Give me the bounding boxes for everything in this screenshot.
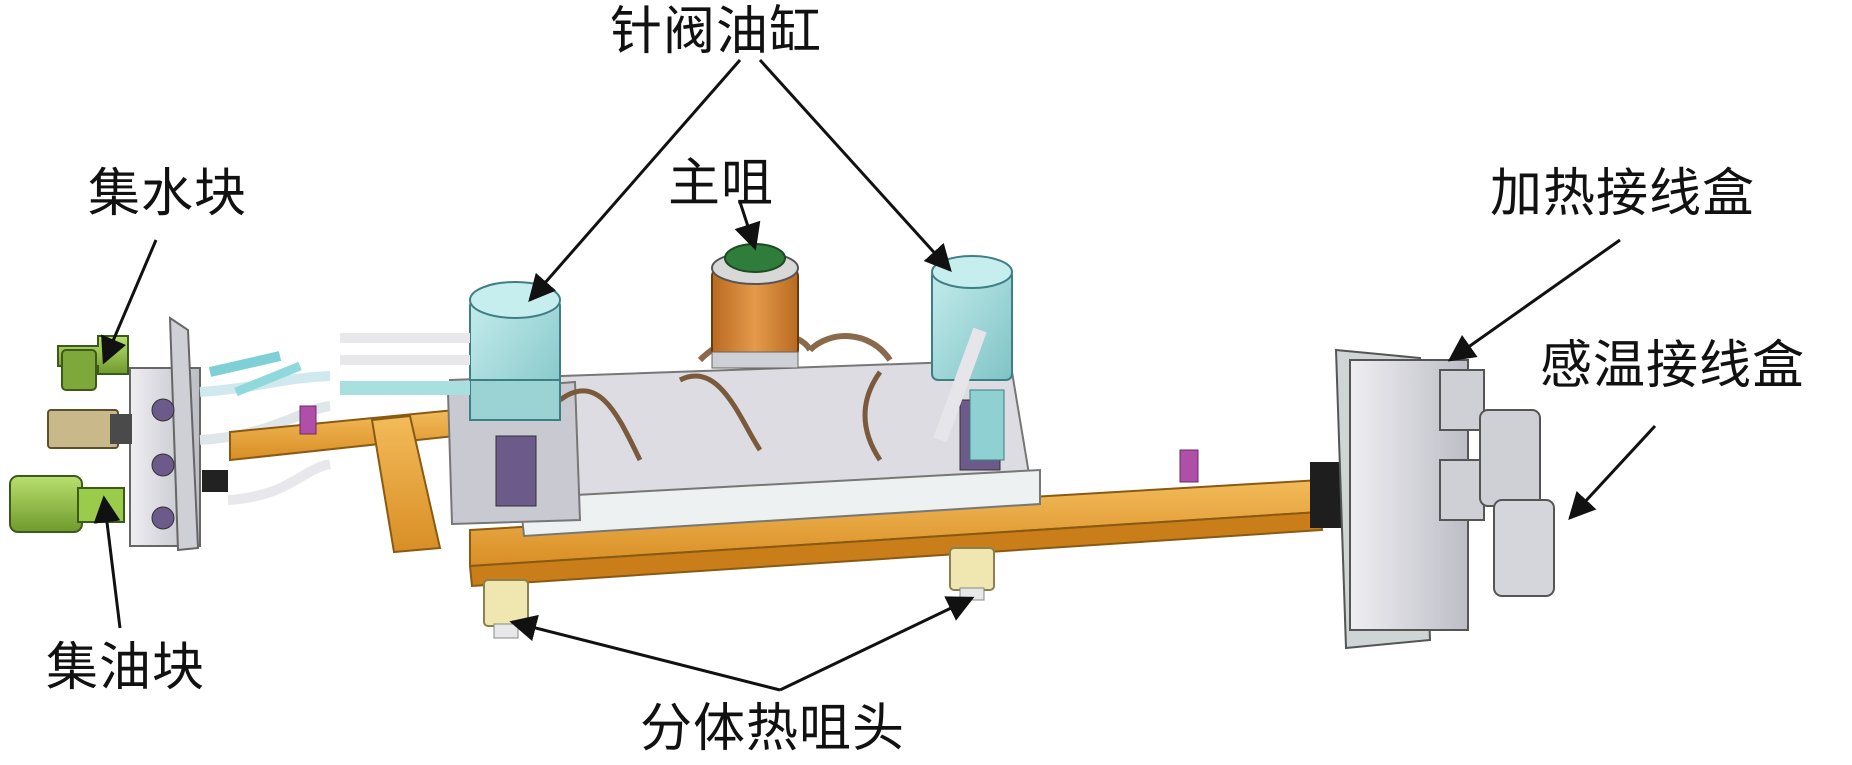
needle-valve-cylinder-right: [931, 255, 1013, 461]
arrow-heating-box: [1447, 238, 1621, 362]
label-heating-junction-box: 加热接线盒: [1490, 164, 1756, 224]
arrow-main-nozzle: [734, 201, 761, 251]
water-oil-manifold-assembly: [9, 316, 332, 552]
arrow-temp-box: [1568, 424, 1657, 520]
arrow-needle-right: [758, 58, 952, 273]
needle-valve-cylinder-left: [340, 281, 561, 421]
arrow-tip-left: [509, 614, 781, 692]
split-hot-nozzle-tips: [483, 547, 995, 639]
arrow-oil-block: [93, 495, 122, 629]
label-oil-manifold-block: 集油块: [46, 638, 206, 698]
label-split-hot-nozzle-tip: 分体热咀头: [640, 699, 906, 759]
main-nozzle: [711, 243, 799, 369]
arrow-water-block: [101, 239, 158, 365]
label-water-manifold-block: 集水块: [88, 164, 248, 224]
label-main-nozzle: 主咀: [668, 154, 775, 214]
arrow-needle-left: [528, 59, 742, 303]
label-temperature-junction-box: 感温接线盒: [1540, 336, 1806, 396]
temperature-junction-box: [1479, 409, 1555, 597]
label-needle-valve-cylinder: 针阀油缸: [610, 2, 823, 62]
arrow-tip-right: [779, 596, 975, 692]
heating-junction-box: [1334, 348, 1485, 650]
leader-arrows: [93, 58, 1657, 692]
